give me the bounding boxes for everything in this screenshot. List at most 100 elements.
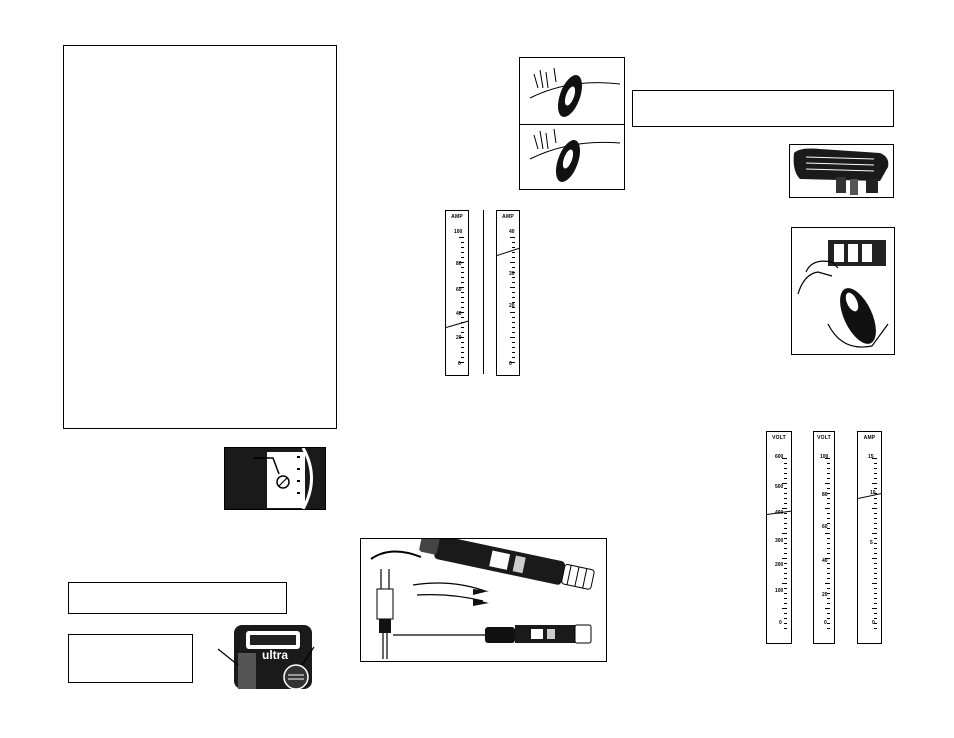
amp-scale-40-needle xyxy=(497,246,519,256)
scale-tick xyxy=(782,483,787,484)
amp-scale-100: AMP 100 80 60 40 20 0 xyxy=(445,210,469,376)
amp-scale-15-label-10: 10 xyxy=(870,490,876,496)
scale-tick xyxy=(784,493,787,494)
volt-scale-100: VOLT 100 80 60 40 20 0 xyxy=(813,431,835,644)
amp-scale-100-label-40: 40 xyxy=(456,311,462,317)
scale-tick xyxy=(461,352,464,353)
scale-tick xyxy=(874,478,877,479)
scale-tick xyxy=(512,302,515,303)
scale-tick xyxy=(510,362,515,363)
scale-tick xyxy=(461,347,464,348)
scale-tick xyxy=(827,463,830,464)
scale-tick xyxy=(827,478,830,479)
scale-tick xyxy=(872,533,877,534)
clamp-photo-group xyxy=(519,57,625,190)
scale-tick xyxy=(510,237,515,238)
scale-tick xyxy=(782,558,787,559)
scale-tick xyxy=(874,468,877,469)
scale-tick xyxy=(825,533,830,534)
meter-brand-logo: ultra xyxy=(262,648,289,662)
scale-tick xyxy=(825,508,830,509)
scale-tick xyxy=(512,277,515,278)
scale-tick xyxy=(461,267,464,268)
amp-scale-15-label-0: 0 xyxy=(872,620,875,626)
amp-scale-15-label-15: 15 xyxy=(868,454,874,460)
scale-tick xyxy=(512,267,515,268)
scale-tick xyxy=(512,242,515,243)
scale-tick xyxy=(784,523,787,524)
scale-tick xyxy=(782,533,787,534)
scale-tick xyxy=(512,272,515,273)
volt-scale-100-label-40: 40 xyxy=(822,558,828,564)
scale-tick xyxy=(784,578,787,579)
amp-scale-15-header: AMP xyxy=(863,435,876,441)
scale-tick xyxy=(784,543,787,544)
scale-tick xyxy=(459,337,464,338)
scale-tick xyxy=(827,538,830,539)
scale-tick xyxy=(784,518,787,519)
scale-tick xyxy=(461,297,464,298)
scale-tick xyxy=(784,618,787,619)
scale-tick xyxy=(827,493,830,494)
scale-tick xyxy=(461,302,464,303)
scale-tick xyxy=(827,518,830,519)
scale-tick xyxy=(827,593,830,594)
scale-tick xyxy=(459,287,464,288)
scale-tick xyxy=(872,583,877,584)
amp-scale-100-header: AMP xyxy=(451,214,463,220)
scale-tick xyxy=(461,272,464,273)
scale-tick xyxy=(827,513,830,514)
scale-tick xyxy=(872,608,877,609)
scale-tick xyxy=(874,628,877,629)
scale-tick xyxy=(784,503,787,504)
scale-tick xyxy=(512,247,515,248)
scale-tick xyxy=(784,478,787,479)
scale-tick xyxy=(825,583,830,584)
scale-tick xyxy=(827,523,830,524)
scale-tick xyxy=(782,458,787,459)
scale-tick xyxy=(827,598,830,599)
volt-scale-100-header: VOLT xyxy=(817,435,831,441)
scale-tick xyxy=(874,473,877,474)
scale-tick xyxy=(827,578,830,579)
scale-tick xyxy=(874,463,877,464)
scale-tick xyxy=(784,548,787,549)
amp-scale-100-label-0: 0 xyxy=(458,361,461,367)
amp-scale-40: AMP 40 30 20 0 xyxy=(496,210,520,376)
scale-tick xyxy=(874,513,877,514)
scale-tick xyxy=(874,548,877,549)
scale-tick xyxy=(874,613,877,614)
scale-tick xyxy=(784,488,787,489)
volt-scale-600-header: VOLT xyxy=(772,435,786,441)
scale-tick xyxy=(461,252,464,253)
scale-tick xyxy=(512,322,515,323)
scale-tick xyxy=(784,623,787,624)
scale-tick xyxy=(784,613,787,614)
amp-scale-100-label-20: 20 xyxy=(456,335,462,341)
scale-tick xyxy=(827,568,830,569)
text-frame-right xyxy=(632,90,894,127)
clamp-measure-photo xyxy=(791,227,895,355)
scale-tick xyxy=(461,357,464,358)
scale-tick xyxy=(510,262,515,263)
scale-tick xyxy=(512,332,515,333)
scale-tick xyxy=(827,553,830,554)
scale-tick xyxy=(784,588,787,589)
scale-tick xyxy=(461,322,464,323)
scale-tick xyxy=(461,242,464,243)
scale-tick xyxy=(784,603,787,604)
scale-tick xyxy=(874,553,877,554)
scale-tick xyxy=(874,538,877,539)
scale-tick xyxy=(874,573,877,574)
scale-tick xyxy=(874,618,877,619)
scale-tick xyxy=(784,513,787,514)
scale-tick xyxy=(784,498,787,499)
scale-tick xyxy=(459,262,464,263)
scale-tick xyxy=(461,277,464,278)
scale-tick xyxy=(827,618,830,619)
scale-tick xyxy=(827,468,830,469)
scale-tick xyxy=(461,257,464,258)
scale-tick xyxy=(827,603,830,604)
amp-scale-100-label-100: 100 xyxy=(454,229,463,235)
scale-tick xyxy=(459,312,464,313)
